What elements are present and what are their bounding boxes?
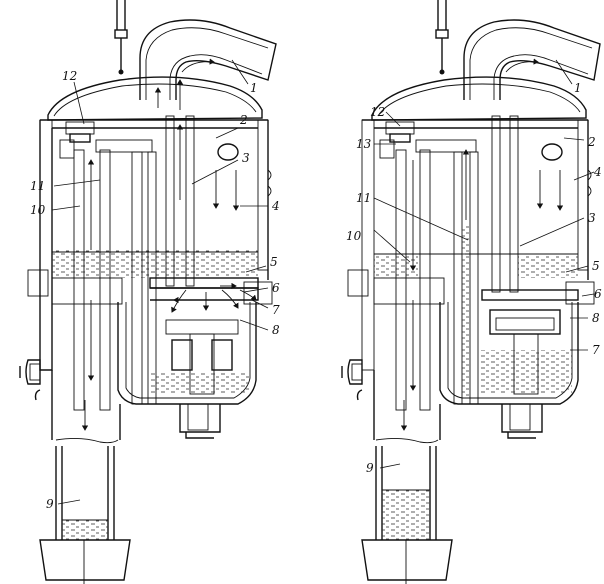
label-left-4: 4 — [271, 199, 280, 213]
right-tube-9 — [373, 370, 441, 540]
left-side-valve — [19, 359, 41, 401]
label-left-8: 8 — [272, 323, 280, 337]
right-outlet-pipe — [463, 19, 601, 100]
left-labels: 1 2 3 4 5 6 7 8 9 10 11 12 — [30, 69, 280, 511]
label-left-1: 1 — [250, 81, 258, 95]
right-top-rod — [435, 0, 449, 75]
label-right-10: 10 — [346, 229, 362, 243]
label-left-12: 12 — [62, 69, 77, 83]
left-body-shell — [39, 119, 272, 371]
left-top-rod — [114, 0, 128, 75]
label-left-9: 9 — [46, 497, 54, 511]
left-separator — [27, 269, 273, 313]
leader-lines — [51, 59, 595, 505]
left-collector — [117, 302, 257, 439]
label-right-8: 8 — [592, 311, 600, 325]
left-outlet-pipe — [139, 19, 277, 100]
label-right-4: 4 — [593, 165, 602, 179]
right-side-valve — [341, 359, 363, 401]
label-right-1: 1 — [574, 81, 582, 95]
left-tube-9 — [51, 370, 121, 540]
left-dome-cap — [47, 76, 263, 121]
label-left-10: 10 — [30, 203, 46, 217]
label-right-6: 6 — [594, 287, 602, 301]
left-liquid-level — [52, 250, 258, 278]
label-right-3: 3 — [588, 211, 596, 225]
label-right-7: 7 — [592, 343, 600, 357]
label-left-3: 3 — [242, 151, 250, 165]
label-right-12: 12 — [370, 105, 385, 119]
label-right-13: 13 — [356, 137, 372, 151]
right-labels: 1 2 3 4 5 6 7 8 9 10 11 12 13 — [346, 81, 602, 475]
label-left-11: 11 — [30, 179, 45, 193]
label-left-6: 6 — [272, 281, 280, 295]
left-device — [19, 0, 277, 584]
right-device — [341, 0, 601, 584]
label-left-5: 5 — [270, 255, 278, 269]
label-right-11: 11 — [356, 191, 371, 205]
left-float — [212, 143, 240, 211]
right-collector — [439, 302, 579, 439]
right-separator — [347, 269, 595, 305]
right-bottom-cap — [361, 539, 453, 581]
label-right-2: 2 — [587, 135, 596, 149]
label-right-9: 9 — [366, 461, 374, 475]
right-dome-cap — [371, 76, 587, 121]
right-body-shell — [361, 119, 592, 371]
right-liquid-right — [518, 252, 578, 278]
right-center-pipe — [491, 115, 519, 293]
label-left-2: 2 — [239, 113, 248, 127]
left-bottom-cap — [39, 539, 131, 581]
label-left-7: 7 — [272, 303, 280, 317]
label-right-5: 5 — [592, 259, 600, 273]
left-center-pipe — [154, 79, 195, 287]
right-float — [536, 143, 564, 211]
